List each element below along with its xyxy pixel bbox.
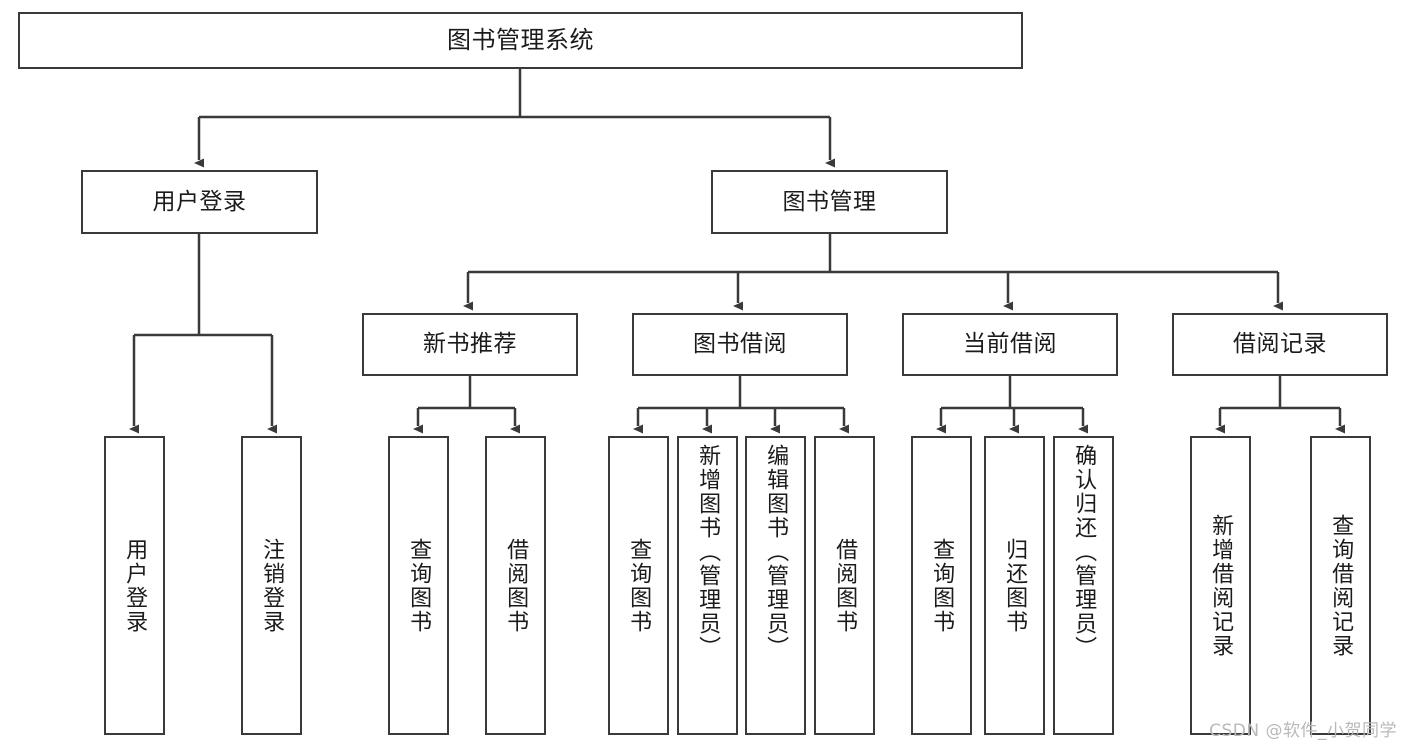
node-label: 新书推荐 bbox=[423, 331, 517, 358]
node-label: 用户登录 bbox=[122, 537, 148, 634]
node-label: 归还图书 bbox=[1002, 537, 1028, 634]
node-user-login[interactable]: 用户登录 bbox=[81, 170, 318, 234]
node-new-book-recommendation[interactable]: 新书推荐 bbox=[362, 313, 578, 376]
node-label: 图书管理系统 bbox=[447, 25, 594, 54]
node-borrow-record[interactable]: 借阅记录 bbox=[1172, 313, 1388, 376]
node-label: 新增图书（管理员） bbox=[695, 444, 721, 660]
leaf-record-query-borrow-record[interactable]: 查询借阅记录 bbox=[1310, 436, 1371, 735]
node-label: 查询图书 bbox=[929, 537, 955, 634]
node-label: 当前借阅 bbox=[963, 331, 1057, 358]
node-label: 图书管理 bbox=[782, 188, 877, 215]
node-root-book-management-system[interactable]: 图书管理系统 bbox=[18, 12, 1023, 69]
leaf-borrow-query-book[interactable]: 查询图书 bbox=[608, 436, 669, 735]
leaf-borrow-add-book-admin[interactable]: 新增图书（管理员） bbox=[677, 436, 738, 735]
node-label: 新增借阅记录 bbox=[1208, 513, 1234, 658]
node-label: 编辑图书（管理员） bbox=[763, 444, 789, 660]
node-label: 注销登录 bbox=[259, 537, 285, 634]
leaf-record-add-borrow-record[interactable]: 新增借阅记录 bbox=[1190, 436, 1251, 735]
leaf-user-logout[interactable]: 注销登录 bbox=[241, 436, 302, 735]
node-label: 确认归还（管理员） bbox=[1071, 444, 1097, 660]
leaf-rec-query-book[interactable]: 查询图书 bbox=[388, 436, 449, 735]
node-label: 借阅图书 bbox=[503, 537, 529, 634]
leaf-rec-borrow-book[interactable]: 借阅图书 bbox=[485, 436, 546, 735]
node-current-borrow[interactable]: 当前借阅 bbox=[902, 313, 1118, 376]
node-book-management[interactable]: 图书管理 bbox=[711, 170, 948, 234]
leaf-borrow-edit-book-admin[interactable]: 编辑图书（管理员） bbox=[745, 436, 806, 735]
node-book-borrow[interactable]: 图书借阅 bbox=[632, 313, 848, 376]
node-label: 查询图书 bbox=[406, 537, 432, 634]
leaf-current-query-book[interactable]: 查询图书 bbox=[911, 436, 972, 735]
node-label: 借阅记录 bbox=[1233, 331, 1327, 358]
node-label: 用户登录 bbox=[152, 188, 247, 215]
watermark-text: CSDN @软件_小贺同学 bbox=[1209, 721, 1397, 741]
node-label: 查询借阅记录 bbox=[1328, 513, 1354, 658]
leaf-borrow-lend-book[interactable]: 借阅图书 bbox=[814, 436, 875, 735]
node-label: 图书借阅 bbox=[693, 331, 787, 358]
node-label: 查询图书 bbox=[626, 537, 652, 634]
leaf-current-confirm-return-admin[interactable]: 确认归还（管理员） bbox=[1053, 436, 1114, 735]
leaf-current-return-book[interactable]: 归还图书 bbox=[984, 436, 1045, 735]
leaf-user-login[interactable]: 用户登录 bbox=[104, 436, 165, 735]
node-label: 借阅图书 bbox=[832, 537, 858, 634]
